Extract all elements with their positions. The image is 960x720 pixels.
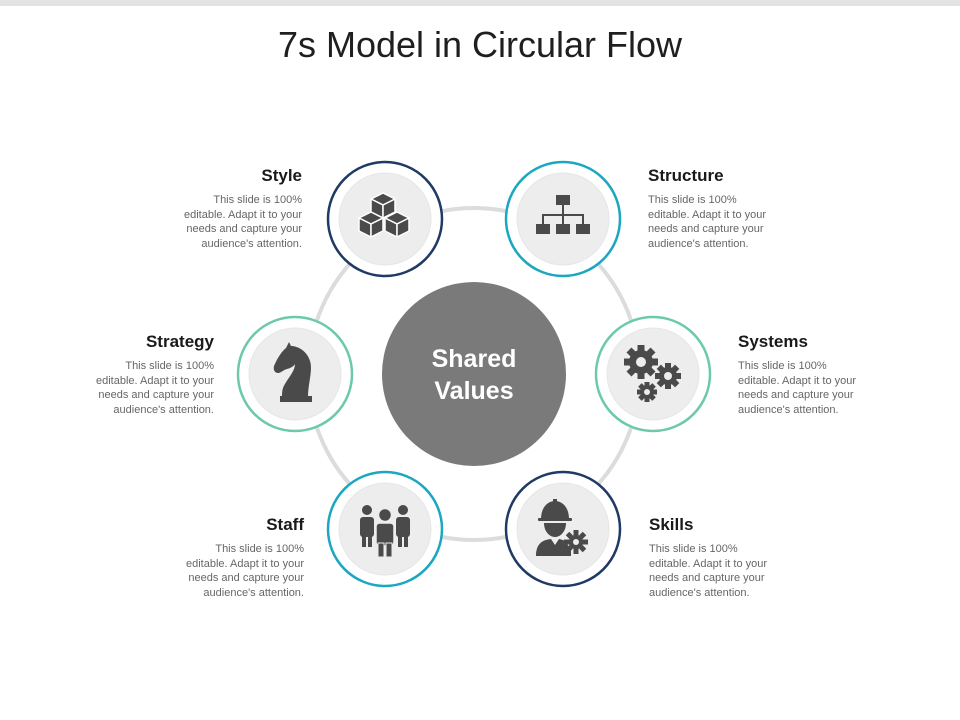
desc-line: audience's attention.: [649, 586, 750, 599]
desc-line: This slide is 100%: [738, 360, 827, 372]
label-strategy: Strategy This slide is 100% editable. Ad…: [62, 332, 214, 417]
desc-line: This slide is 100%: [649, 543, 738, 555]
label-staff-desc: This slide is 100% editable. Adapt it to…: [152, 542, 304, 600]
desc-line: editable. Adapt it to your: [649, 557, 768, 570]
people-icon: [360, 505, 410, 558]
label-structure-desc: This slide is 100% editable. Adapt it to…: [648, 193, 808, 251]
label-skills: Skills This slide is 100% editable. Adap…: [649, 515, 809, 600]
worker-gear-icon: [536, 499, 588, 556]
desc-line: audience's attention.: [203, 586, 304, 599]
label-skills-desc: This slide is 100% editable. Adapt it to…: [649, 542, 809, 600]
node-systems: [594, 315, 712, 433]
desc-line: needs and capture your: [188, 572, 304, 584]
desc-line: needs and capture your: [649, 572, 765, 584]
label-style-title: Style: [261, 166, 302, 185]
desc-line: audience's attention.: [113, 403, 214, 416]
desc-line: This slide is 100%: [213, 194, 302, 206]
desc-line: needs and capture your: [648, 223, 764, 235]
label-staff: Staff This slide is 100% editable. Adapt…: [152, 515, 304, 600]
label-structure-title: Structure: [648, 166, 724, 185]
node-skills: [504, 470, 622, 588]
top-bar: [0, 0, 960, 6]
desc-line: editable. Adapt it to your: [183, 208, 302, 221]
node-structure: [504, 160, 622, 278]
desc-line: This slide is 100%: [215, 543, 304, 555]
desc-line: editable. Adapt it to your: [738, 374, 857, 387]
cubes-icon: [358, 192, 410, 238]
node-style: [326, 160, 444, 278]
desc-line: needs and capture your: [186, 223, 302, 235]
desc-line: needs and capture your: [738, 389, 854, 401]
desc-line: editable. Adapt it to your: [648, 208, 767, 221]
label-structure: Structure This slide is 100% editable. A…: [648, 166, 808, 251]
shared-values-line2: Values: [434, 377, 513, 405]
label-style-desc: This slide is 100% editable. Adapt it to…: [150, 193, 302, 251]
label-strategy-desc: This slide is 100% editable. Adapt it to…: [62, 359, 214, 417]
desc-line: audience's attention.: [648, 237, 749, 250]
chess-knight-icon: [273, 342, 312, 402]
page-title: 7s Model in Circular Flow: [277, 24, 683, 65]
label-strategy-title: Strategy: [145, 332, 214, 351]
shared-values-line1: Shared: [432, 345, 517, 373]
node-strategy: [236, 315, 354, 433]
desc-line: This slide is 100%: [648, 194, 737, 206]
label-systems: Systems This slide is 100% editable. Ada…: [738, 332, 898, 417]
label-systems-title: Systems: [738, 332, 808, 351]
label-systems-desc: This slide is 100% editable. Adapt it to…: [738, 359, 898, 417]
label-skills-title: Skills: [649, 515, 694, 534]
desc-line: This slide is 100%: [125, 360, 214, 372]
desc-line: editable. Adapt it to your: [95, 374, 214, 387]
gears-icon: [624, 345, 681, 402]
label-staff-title: Staff: [266, 515, 304, 534]
label-style: Style This slide is 100% editable. Adapt…: [150, 166, 302, 251]
shared-values-circle: [382, 282, 566, 466]
desc-line: needs and capture your: [98, 389, 214, 401]
desc-line: editable. Adapt it to your: [185, 557, 304, 570]
desc-line: audience's attention.: [738, 403, 839, 416]
node-staff: [326, 470, 444, 588]
desc-line: audience's attention.: [201, 237, 302, 250]
org-chart-icon: [536, 195, 590, 234]
